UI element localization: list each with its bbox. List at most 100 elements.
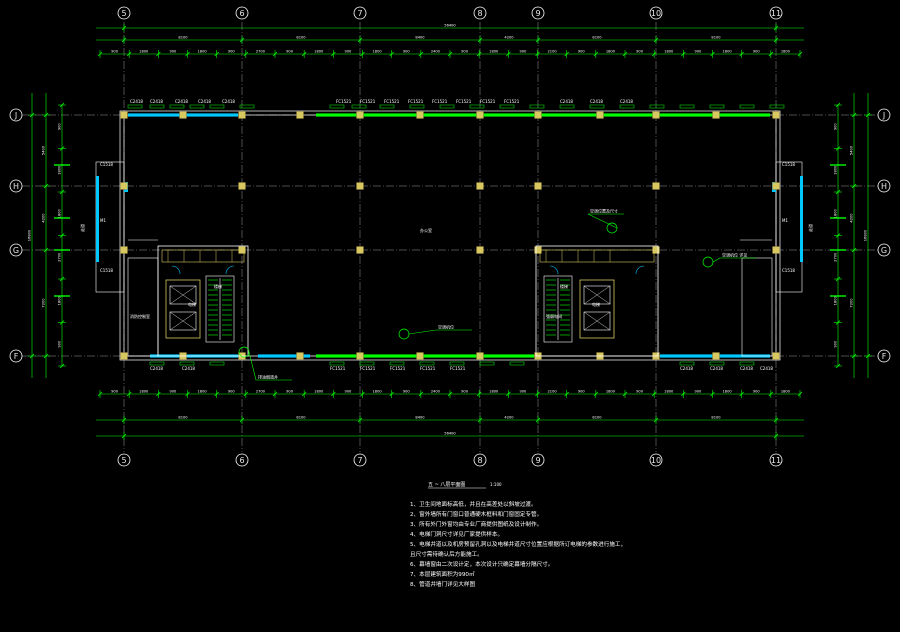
- column-28: [179, 111, 187, 119]
- dim-top-fine-tick-20: [681, 51, 686, 57]
- top-window-frame-1: [149, 104, 165, 109]
- top-window-frame-12: [499, 104, 515, 109]
- axis-bubble-top-11-circle: [769, 6, 783, 20]
- dim-right-axes-text-1: 4200: [849, 213, 853, 223]
- bottom-window-frame-9: [509, 361, 525, 366]
- dim-top-fine-tick-14: [506, 51, 511, 57]
- dim-top-axes-text-0: 8100: [178, 35, 188, 39]
- dim-right-axes-tick-1: [851, 183, 857, 189]
- column-17: [356, 246, 364, 254]
- dim-right-fine-tick-3: [835, 233, 841, 238]
- column-5: [356, 352, 364, 360]
- dim-top-fine-text-10: 900: [403, 49, 411, 53]
- axis-bubble-bottom-8-circle: [473, 453, 487, 467]
- dim-top-fine-text-12: 900: [461, 49, 469, 53]
- column-26: [772, 182, 780, 190]
- column-10: [652, 111, 660, 119]
- axis-bubble-top-7-circle: [353, 6, 367, 20]
- dim-bottom-fine-tick-20: [681, 391, 686, 397]
- window-tag-bottom-8: C2418: [710, 366, 723, 371]
- dim-top-fine-tick-2: [156, 51, 161, 57]
- window-tag-bottom-9: C2418: [740, 366, 753, 371]
- axis-bubble-bottom-9-label: 9: [535, 456, 540, 465]
- top-window-frame-10: [439, 104, 455, 109]
- dim-top-axes-tick-4: [535, 37, 541, 43]
- dim-bottom-fine-text-18: 900: [636, 389, 644, 393]
- window-tag-bottom-0: C2418: [150, 366, 163, 371]
- dim-bottom-total-tick-1: [773, 433, 779, 439]
- dim-right-fine-text-1: 1800: [833, 165, 837, 175]
- bottom-window-frame-2: [209, 361, 225, 366]
- axis-bubble-right-J-circle: [877, 108, 891, 122]
- axis-bubble-left-J-label: J: [14, 111, 17, 120]
- axis-bubble-right-F-circle: [877, 349, 891, 363]
- dim-bottom-fine-text-14: 900: [519, 389, 527, 393]
- note-item-3: 4、电梯门洞尺寸详见厂家提供样本。: [410, 530, 503, 538]
- dim-bottom-fine-tick-21: [710, 391, 715, 397]
- dim-top-axes-text-1: 8100: [296, 35, 306, 39]
- label-corridor-left: 走道: [79, 224, 85, 232]
- dim-bottom-fine-text-10: 900: [403, 389, 411, 393]
- dim-top-fine-text-15: 2100: [548, 49, 558, 53]
- axis-bubble-right-H-label: H: [881, 182, 887, 191]
- axis-bubble-bottom-5-circle: [117, 453, 131, 467]
- dim-bottom-total-text-0: 56400: [444, 431, 456, 435]
- note-item-2: 3、所有外门外窗均由专业厂商提供图纸及设计制作。: [410, 520, 542, 528]
- top-window-frame-11: [469, 104, 485, 109]
- dim-left-axes-tick-0: [43, 112, 49, 118]
- dim-right-axes-text-0: 5400: [849, 145, 853, 155]
- core-right-door-swing-1: [549, 265, 559, 275]
- window-tag-bottom-4: FC1521: [390, 366, 406, 371]
- dim-top-fine-tick-12: [447, 51, 453, 57]
- dim-top-fine-text-5: 2700: [256, 49, 266, 53]
- column-25: [120, 246, 128, 254]
- dim-right-fine-text-3: 2700: [833, 252, 837, 262]
- axis-bubble-bottom-11-circle: [769, 453, 783, 467]
- dim-right-axes-tick-3: [851, 353, 857, 359]
- callout-center-text: 空调机位: [438, 324, 454, 330]
- top-window-frame-16: [619, 104, 635, 109]
- dim-top-fine-tick-9: [360, 51, 365, 57]
- callout-center-leader: [408, 329, 437, 335]
- grid-lines: [22, 22, 878, 452]
- dim-bottom-fine-text-11: 2400: [431, 389, 441, 393]
- axis-bubble-top-9-circle: [531, 6, 545, 20]
- dim-top-fine-text-23: 1800: [781, 49, 791, 53]
- axis-bubble-top-8-circle: [473, 6, 487, 20]
- column-14: [238, 182, 246, 190]
- dim-bottom-fine-tick-7: [301, 391, 307, 397]
- axis-bubble-top-8-label: 8: [477, 9, 482, 18]
- axis-bubble-left-F-circle: [9, 349, 23, 363]
- dim-left-fine-tick-6: [59, 363, 65, 369]
- top-window-frame-3: [189, 104, 205, 109]
- axis-bubble-left-J-circle: [9, 108, 23, 122]
- dim-bottom-fine-text-12: 900: [461, 389, 469, 393]
- core-left-elevator-car-1: [169, 285, 197, 305]
- dim-top-fine-tick-8: [331, 51, 336, 57]
- dim-left-fine-tick-5: [59, 320, 65, 325]
- dim-top-fine-text-8: 900: [344, 49, 352, 53]
- callout-right-top-leader: [712, 257, 721, 263]
- dim-bottom-fine-text-15: 2100: [548, 389, 558, 393]
- side-tag-left-1: M1: [100, 218, 106, 223]
- note-item-1: 2、窗外墙所有门窗口普通硬木框料和门窗固定专管。: [410, 510, 542, 518]
- axis-bubble-top-5-label: 5: [121, 9, 126, 18]
- dim-left-axes-tick-3: [43, 353, 49, 359]
- dim-top-fine-text-13: 1800: [489, 49, 499, 53]
- dim-right-fine-tick-1: [835, 146, 841, 151]
- dim-bottom-fine-tick-16: [564, 391, 569, 397]
- dim-top-fine-tick-23: [768, 51, 774, 57]
- dim-left-axes-text-1: 4200: [41, 213, 45, 223]
- window-tag-top-7: FC1521: [384, 99, 400, 104]
- bottom-window-frame-10: [679, 361, 695, 366]
- dim-top-fine-text-21: 1800: [723, 49, 733, 53]
- dim-left-fine-tick-2: [59, 189, 65, 195]
- dim-top-fine-text-2: 900: [169, 49, 177, 53]
- bottom-window-frame-7: [449, 361, 465, 366]
- dim-left-fine-text-3: 2700: [57, 252, 61, 262]
- dim-right-fine-text-2: 1800: [833, 208, 837, 218]
